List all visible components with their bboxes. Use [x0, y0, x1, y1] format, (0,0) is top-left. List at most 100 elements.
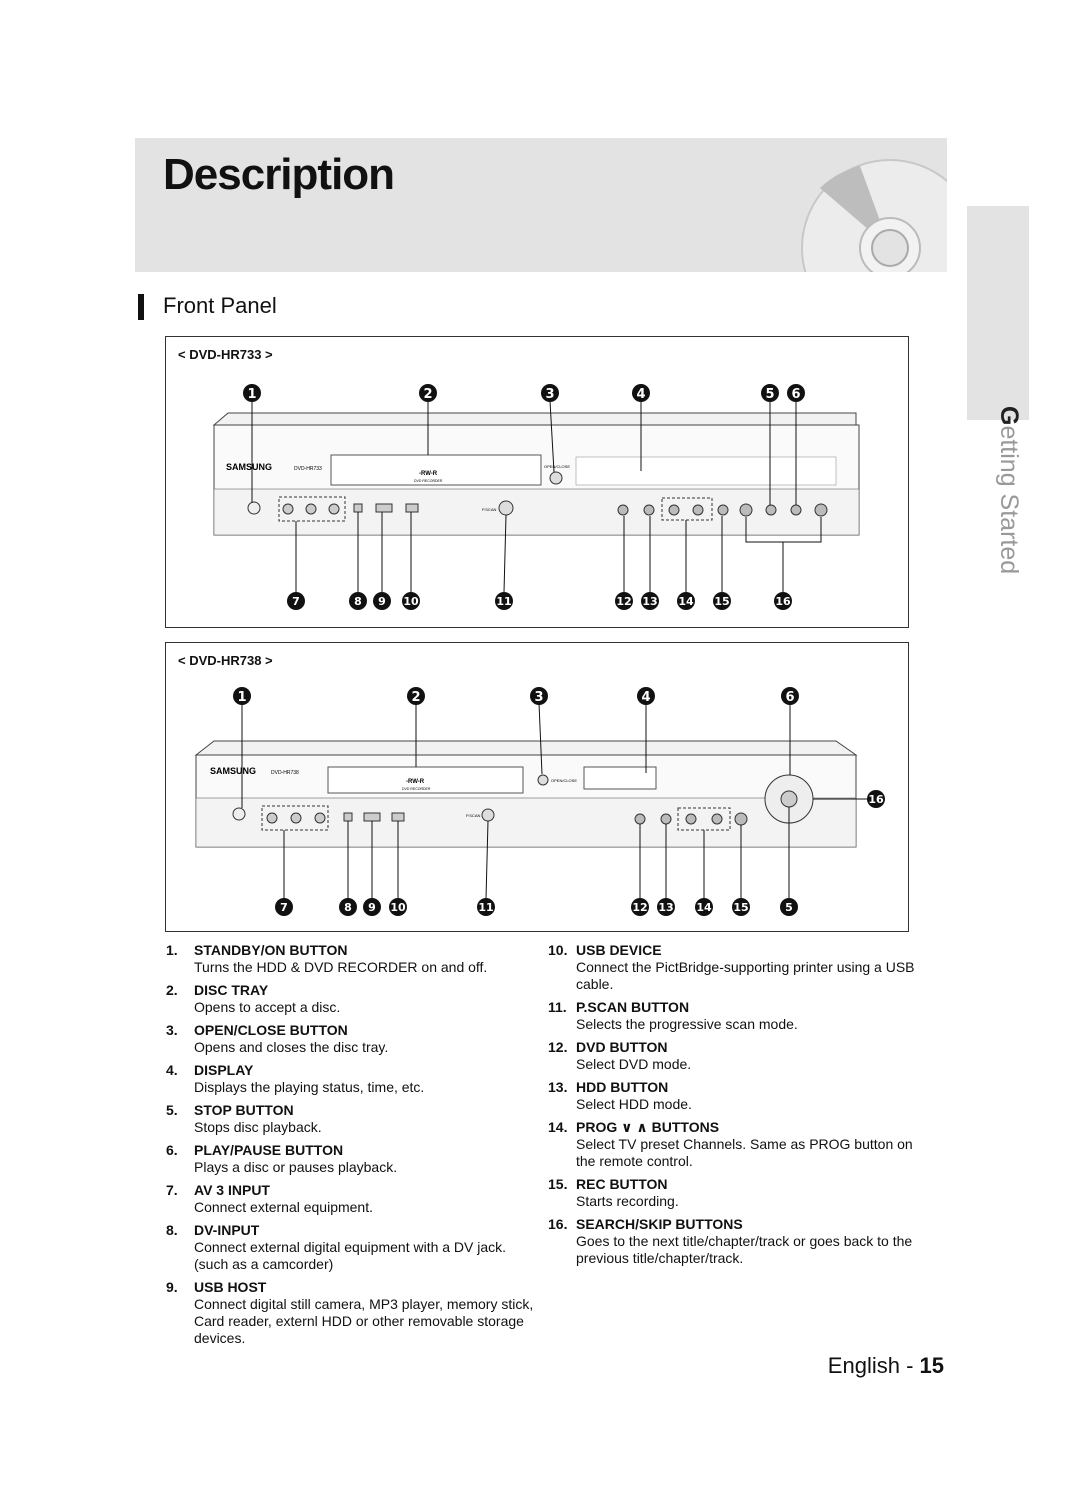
item-number: 5. [166, 1102, 178, 1118]
callout-3: 3 [541, 384, 559, 402]
svg-text:11: 11 [478, 901, 493, 914]
item-text: Turns the HDD & DVD RECORDER on and off. [194, 959, 488, 975]
item-title: PLAY/PAUSE BUTTON [194, 1142, 344, 1158]
item-title: DISPLAY [194, 1062, 254, 1078]
svg-text:7: 7 [292, 595, 300, 608]
callout-1: 1 [243, 384, 261, 402]
svg-text:2: 2 [423, 387, 432, 402]
svg-text:14: 14 [678, 595, 694, 608]
item-title: HDD BUTTON [576, 1079, 669, 1095]
callout-11: 11 [477, 898, 495, 916]
item-text: Select DVD mode. [576, 1056, 692, 1072]
svg-text:13: 13 [642, 595, 657, 608]
svg-text:9: 9 [378, 595, 386, 608]
callout-1: 1 [233, 687, 251, 705]
item-text: Connect the PictBridge-supporting printe… [576, 959, 915, 992]
callout-4: 4 [632, 384, 650, 402]
item-number: 10. [548, 942, 568, 958]
svg-text:6: 6 [791, 387, 800, 402]
item-title: REC BUTTON [576, 1176, 668, 1192]
item-number: 16. [548, 1216, 568, 1232]
svg-text:4: 4 [636, 387, 645, 402]
item-number: 2. [166, 982, 178, 998]
callout-7: 7 [287, 592, 305, 610]
item-number: 1. [166, 942, 178, 958]
callout-13: 13 [657, 898, 675, 916]
device-model-text: DVD-HR738 [271, 770, 299, 776]
callout-6: 6 [781, 687, 799, 705]
item-text: Connect external equipment. [194, 1199, 373, 1215]
svg-text:4: 4 [641, 690, 650, 705]
item-text: Opens to accept a disc. [194, 999, 341, 1015]
item-text: Select HDD mode. [576, 1096, 692, 1112]
svg-text:10: 10 [390, 901, 406, 914]
callout-12: 12 [615, 592, 633, 610]
side-tab-rest: etting Started [995, 425, 1023, 575]
front-panel-diagram-hr733: SAMSUNG DVD-HR733 -RW-R DVD RECORDER OPE… [212, 384, 860, 610]
svg-text:3: 3 [545, 387, 554, 402]
svg-text:5: 5 [785, 901, 793, 914]
svg-text:1: 1 [247, 387, 256, 402]
open-close-text: OPEN/CLOSE [544, 464, 570, 469]
svg-text:5: 5 [765, 387, 774, 402]
item-number: 3. [166, 1022, 178, 1038]
item-title: AV 3 INPUT [194, 1182, 270, 1198]
side-tab-first-letter: G [995, 406, 1023, 426]
item-number: 14. [548, 1119, 568, 1135]
pscan-text: P.SCAN [466, 813, 480, 818]
header-banner: Description [135, 138, 947, 272]
item-text: Selects the progressive scan mode. [576, 1016, 798, 1032]
item-title: STANDBY/ON BUTTON [194, 942, 348, 958]
callout-2: 2 [407, 687, 425, 705]
callout-12: 12 [631, 898, 649, 916]
callout-11: 11 [495, 592, 513, 610]
device-model-text: DVD-HR733 [294, 466, 322, 472]
section-marker [138, 294, 144, 320]
svg-text:14: 14 [696, 901, 712, 914]
item-number: 9. [166, 1279, 178, 1295]
panel-dvd-hr733: < DVD-HR733 > SAMSUNG DVD-HR733 -RW-R DV… [165, 336, 909, 628]
recorder-text: DVD RECORDER [402, 787, 431, 791]
open-close-text: OPEN/CLOSE [551, 778, 577, 783]
callout-8: 8 [349, 592, 367, 610]
callout-7: 7 [275, 898, 293, 916]
item-title: P.SCAN BUTTON [576, 999, 690, 1015]
front-panel-diagram-hr738: SAMSUNG DVD-HR738 -RW-R DVD RECORDER OPE… [194, 687, 885, 916]
callout-6: 6 [787, 384, 805, 402]
callout-15: 15 [713, 592, 731, 610]
panel-dvd-hr738: < DVD-HR738 > SAMSUNG DVD-HR738 -RW-R DV… [165, 642, 909, 932]
model-label: < DVD-HR733 > [178, 347, 273, 362]
callout-2: 2 [419, 384, 437, 402]
item-title: USB HOST [194, 1279, 267, 1295]
callout-13: 13 [641, 592, 659, 610]
section-title: Front Panel [163, 293, 277, 318]
svg-text:2: 2 [411, 690, 420, 705]
format-logo: -RW-R [406, 779, 425, 785]
svg-text:15: 15 [733, 901, 748, 914]
svg-text:3: 3 [534, 690, 543, 705]
callout-16: 16 [774, 592, 792, 610]
callout-8: 8 [339, 898, 357, 916]
svg-text:10: 10 [403, 595, 419, 608]
item-text: Select TV preset Channels. Same as PROG … [576, 1136, 913, 1169]
svg-text:7: 7 [280, 901, 288, 914]
svg-text:12: 12 [616, 595, 631, 608]
callout-15: 15 [732, 898, 750, 916]
svg-text:12: 12 [632, 901, 647, 914]
callout-5: 5 [761, 384, 779, 402]
item-number: 15. [548, 1176, 568, 1192]
page-title: Description [163, 150, 395, 199]
disc-graphic [801, 159, 947, 272]
recorder-text: DVD RECORDER [414, 479, 443, 483]
item-text: Stops disc playback. [194, 1119, 322, 1135]
brand-logo: SAMSUNG [226, 462, 272, 472]
